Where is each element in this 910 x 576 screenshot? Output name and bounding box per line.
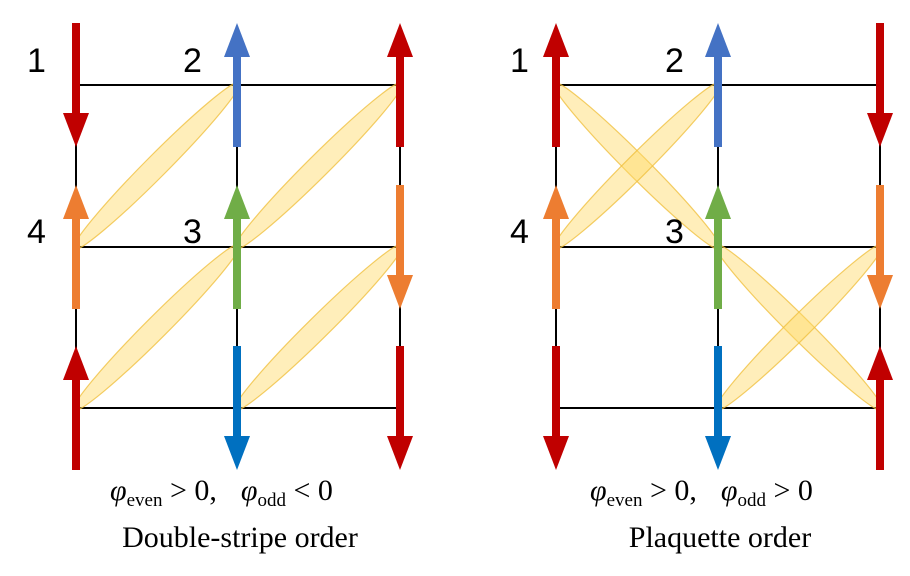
spin-arrow-up [867,346,893,470]
site-label-3: 3 [665,213,684,251]
phi-odd-relation: < 0 [286,474,333,507]
spin-arrow-down [224,346,250,470]
phi-even-symbol: φ [110,474,127,507]
bond-ellipses [72,81,404,412]
double-stripe-panel: 1 2 3 4 φeven > 0,φodd < 0 Double-stripe… [27,23,413,554]
spin-arrow-up [543,185,569,309]
phi-even-relation: > 0, [642,474,696,507]
spin-arrow-up [63,185,89,309]
phi-odd-symbol: φ [721,474,738,507]
site-label-3: 3 [183,213,202,251]
phi-even-subscript: even [607,490,643,511]
spin-arrow-down [387,346,413,470]
spin-arrow-up [224,185,250,309]
order-parameter-condition: φeven > 0,φodd > 0 [590,474,813,511]
spin-arrow-up [63,346,89,470]
site-label-2: 2 [665,42,684,80]
site-label-4: 4 [510,213,529,251]
panel-caption: Double-stripe order [122,521,358,554]
plaquette-panel: 1 2 3 4 φeven > 0,φodd > 0 Plaquette ord… [510,23,893,554]
spin-arrow-up [224,23,250,147]
dimer-bond-ellipse [72,81,241,251]
phi-odd-subscript: odd [738,490,767,511]
spin-arrows [63,23,413,470]
dimer-bond-ellipse [233,81,404,251]
spin-arrow-down [543,346,569,470]
phi-even-subscript: even [127,490,163,511]
spin-arrow-down [63,23,89,147]
order-parameter-condition: φeven > 0,φodd < 0 [110,474,333,511]
panel-caption: Plaquette order [629,521,811,554]
phi-even-relation: > 0, [162,474,216,507]
dimer-bond-ellipse [72,243,241,412]
site-label-2: 2 [183,42,202,80]
site-label-4: 4 [27,213,46,251]
spin-arrow-down [387,185,413,309]
spin-arrow-down [867,23,893,147]
spin-arrow-up [705,23,731,147]
spin-arrow-down [705,346,731,470]
site-label-1: 1 [510,42,529,80]
spin-arrow-up [387,23,413,147]
phi-odd-relation: > 0 [766,474,813,507]
spin-arrows [543,23,893,470]
phi-odd-subscript: odd [258,490,287,511]
site-label-1: 1 [27,42,46,80]
bond-ellipses [552,81,884,412]
spin-arrow-down [867,185,893,309]
spin-arrow-up [543,23,569,147]
phi-odd-symbol: φ [241,474,258,507]
spin-arrow-up [705,185,731,309]
phi-even-symbol: φ [590,474,607,507]
dimer-bond-ellipse [233,243,404,412]
